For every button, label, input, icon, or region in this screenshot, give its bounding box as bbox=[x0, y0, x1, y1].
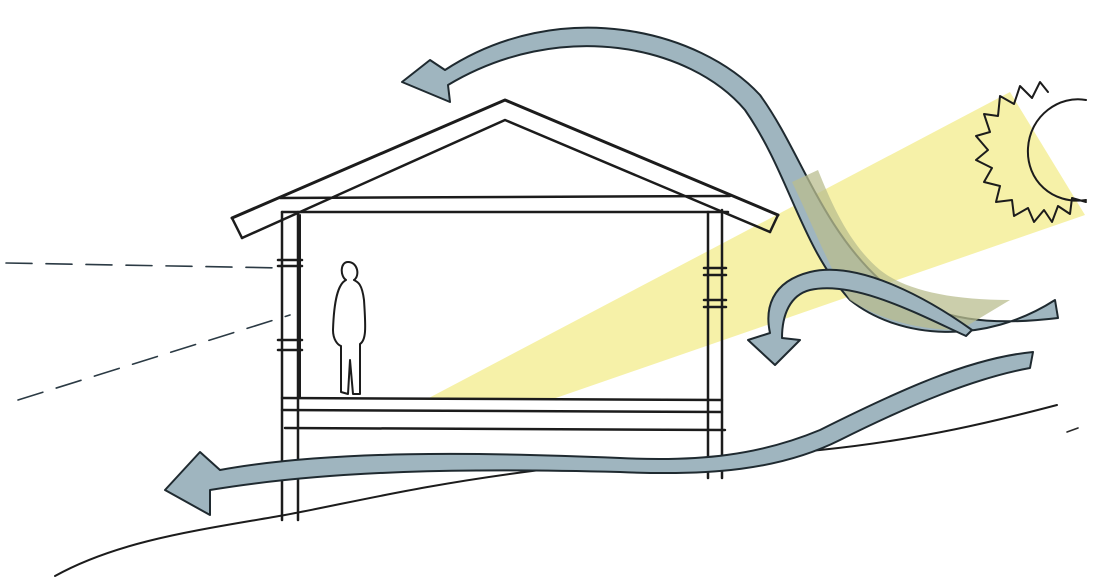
sight-line-upper bbox=[6, 263, 285, 268]
ground-tick-mark bbox=[1067, 428, 1078, 432]
sight-line-lower bbox=[18, 315, 290, 400]
sun-beam bbox=[425, 92, 1085, 400]
person-silhouette bbox=[333, 262, 365, 394]
